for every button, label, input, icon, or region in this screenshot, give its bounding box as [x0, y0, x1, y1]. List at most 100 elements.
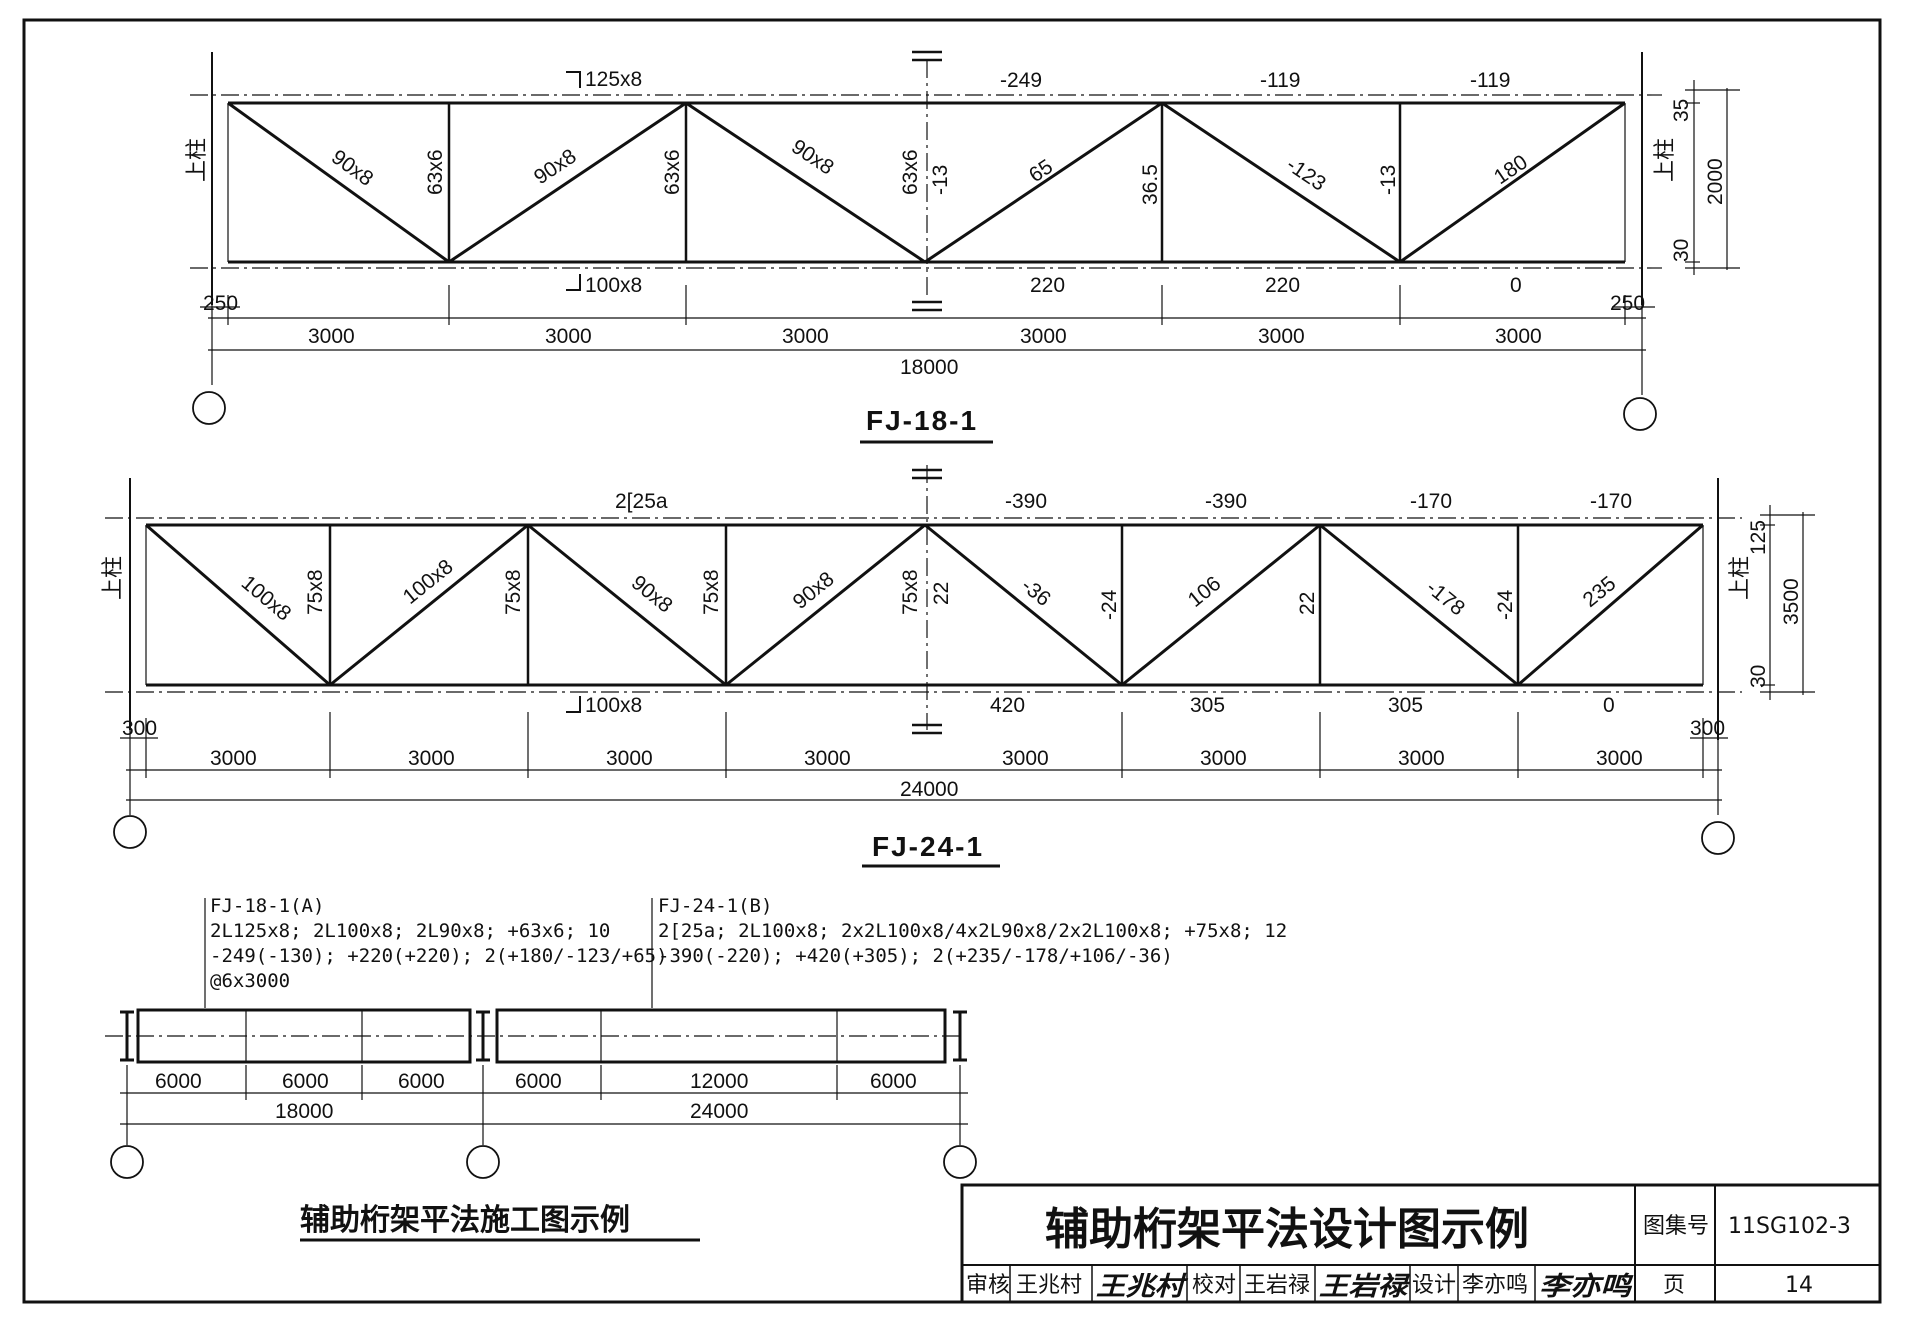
fj24-vert-label: 75x8 — [502, 569, 525, 615]
fj24-dim-125: 125 — [1747, 520, 1770, 555]
plan-notation — [105, 898, 977, 1242]
page-number: 14 — [1785, 1273, 1813, 1298]
design-name: 李亦鸣 — [1462, 1273, 1528, 1298]
fj18-top-force: -249 — [1000, 69, 1042, 92]
fj24-diag-label: 90x8 — [789, 567, 839, 614]
fj24-panel: 3000 — [1200, 747, 1247, 770]
atlas-label: 图集号 — [1643, 1214, 1709, 1239]
fj18-diag-label: 90x8 — [787, 135, 838, 180]
plan-dim-a: 6000 — [398, 1070, 445, 1093]
fj24-top-section: 2[25a — [615, 490, 668, 513]
plan-dim-b: 6000 — [870, 1070, 917, 1093]
plan-dim-b: 12000 — [690, 1070, 748, 1093]
fj24-offset-left: 300 — [122, 717, 157, 740]
design-label: 设计 — [1412, 1273, 1456, 1298]
fj18-member-force: 65 — [1025, 155, 1057, 187]
review-signature: 王兆村 — [1096, 1272, 1188, 1302]
plan-dim-a: 6000 — [282, 1070, 329, 1093]
plan-dim-a: 6000 — [155, 1070, 202, 1093]
fj24-panel: 3000 — [1596, 747, 1643, 770]
page-label: 页 — [1663, 1273, 1685, 1298]
fj24-panel: 3000 — [606, 747, 653, 770]
plan-total-a: 18000 — [275, 1100, 333, 1123]
fj18-panel: 3000 — [782, 325, 829, 348]
caption: 辅助桁架平法施工图示例 — [300, 1203, 630, 1238]
plan-total-b: 24000 — [690, 1100, 748, 1123]
fj18-dim-30: 30 — [1670, 239, 1693, 262]
fj18-vert-label: 63x6 — [424, 149, 447, 195]
fj24-member-force: 235 — [1579, 572, 1621, 612]
fj18-top-force: -119 — [1470, 69, 1510, 92]
plan-label-a-line2: 2L125x8; 2L100x8; 2L90x8; +63x6; 10 — [210, 920, 610, 942]
fj24-title: FJ-24-1 — [872, 831, 984, 862]
atlas-number: 11SG102-3 — [1728, 1214, 1851, 1239]
fj18-panel: 3000 — [308, 325, 355, 348]
fj18-top-section: 125x8 — [585, 68, 642, 91]
fj24-col-label: 上柱 — [1728, 556, 1753, 600]
fj18-panel: 3000 — [1258, 325, 1305, 348]
fj24-member-force: -24 — [1494, 589, 1517, 620]
plan-label-a-line3: -249(-130); +220(+220); 2(+180/-123/+65) — [210, 945, 668, 967]
fj18-vert-label: 63x6 — [661, 149, 684, 195]
fj24-top-force: -170 — [1410, 490, 1452, 513]
fj18-offset-right: 250 — [1610, 292, 1645, 315]
fj24-panel: 3000 — [1002, 747, 1049, 770]
fj18-member-force: 36.5 — [1139, 164, 1162, 205]
fj24-member-force: 22 — [930, 582, 953, 605]
fj24-bottom-force: 0 — [1603, 694, 1615, 717]
fj24-top-force: -390 — [1205, 490, 1247, 513]
fj18-offset-left: 250 — [203, 292, 238, 315]
plan-label-b-line2: 2[25a; 2L100x8; 2x2L100x8/4x2L90x8/2x2L1… — [658, 920, 1287, 942]
fj-18-1-text: 125x8 100x8 -249 -119 -119 220 220 0 90x… — [185, 68, 1727, 436]
check-signature: 王岩禄 — [1319, 1272, 1410, 1302]
fj24-diag-label: 100x8 — [399, 555, 458, 609]
fj18-col-label: 上柱 — [1653, 138, 1678, 182]
fj24-vert-label: 75x8 — [700, 569, 723, 615]
fj24-bottom-force: 420 — [990, 694, 1025, 717]
check-name: 王岩禄 — [1244, 1273, 1310, 1298]
fj24-bottom-section: 100x8 — [585, 694, 642, 717]
fj24-offset-right: 300 — [1690, 717, 1725, 740]
fj18-member-force: -13 — [929, 165, 952, 195]
fj24-panel: 3000 — [210, 747, 257, 770]
truss-fj-24-1 — [105, 465, 1815, 868]
fj18-member-force: -13 — [1377, 165, 1400, 195]
fj18-member-force: 180 — [1490, 150, 1532, 189]
truss-fj-18-1 — [190, 50, 1740, 444]
fj18-title: FJ-18-1 — [866, 405, 978, 436]
plan-label-a-line1: FJ-18-1(A) — [210, 895, 324, 917]
plan-label-a-line4: @6x3000 — [210, 970, 290, 992]
fj24-member-force: -24 — [1098, 589, 1121, 620]
fj18-bottom-force: 220 — [1030, 274, 1065, 297]
fj24-total: 24000 — [900, 778, 958, 801]
fj18-diag-label: 90x8 — [327, 145, 377, 190]
fj18-top-force: -119 — [1260, 69, 1300, 92]
fj24-bottom-force: 305 — [1190, 694, 1225, 717]
fj18-panel: 3000 — [1020, 325, 1067, 348]
plan-label-b-line3: -390(-220); +420(+305); 2(+235/-178/+106… — [658, 945, 1173, 967]
check-label: 校对 — [1192, 1273, 1236, 1298]
sheet-border — [22, 18, 1882, 1304]
fj18-height: 2000 — [1704, 158, 1727, 205]
plan-dim-b: 6000 — [515, 1070, 562, 1093]
fj24-panel: 3000 — [804, 747, 851, 770]
fj18-bottom-force: 0 — [1510, 274, 1522, 297]
review-name: 王兆村 — [1016, 1273, 1082, 1298]
fj24-panel: 3000 — [1398, 747, 1445, 770]
fj18-bottom-force: 220 — [1265, 274, 1300, 297]
fj18-vert-label: 63x6 — [899, 149, 922, 195]
title-block — [960, 1183, 1882, 1304]
fj24-panel: 3000 — [408, 747, 455, 770]
fj24-top-force: -390 — [1005, 490, 1047, 513]
fj24-vert-label: 75x8 — [899, 569, 922, 615]
fj24-diag-label: 100x8 — [237, 571, 296, 625]
fj18-panel: 3000 — [545, 325, 592, 348]
fj24-col-label: 上柱 — [101, 556, 126, 600]
plan-notation-text: FJ-18-1(A) 2L125x8; 2L100x8; 2L90x8; +63… — [155, 895, 1287, 1238]
fj24-member-force: 22 — [1296, 592, 1319, 615]
fj18-diag-label: 90x8 — [530, 145, 581, 190]
fj24-dim-30: 30 — [1747, 665, 1770, 688]
main-title: 辅助桁架平法设计图示例 — [1045, 1204, 1529, 1255]
fj18-dim-35: 35 — [1670, 99, 1693, 122]
